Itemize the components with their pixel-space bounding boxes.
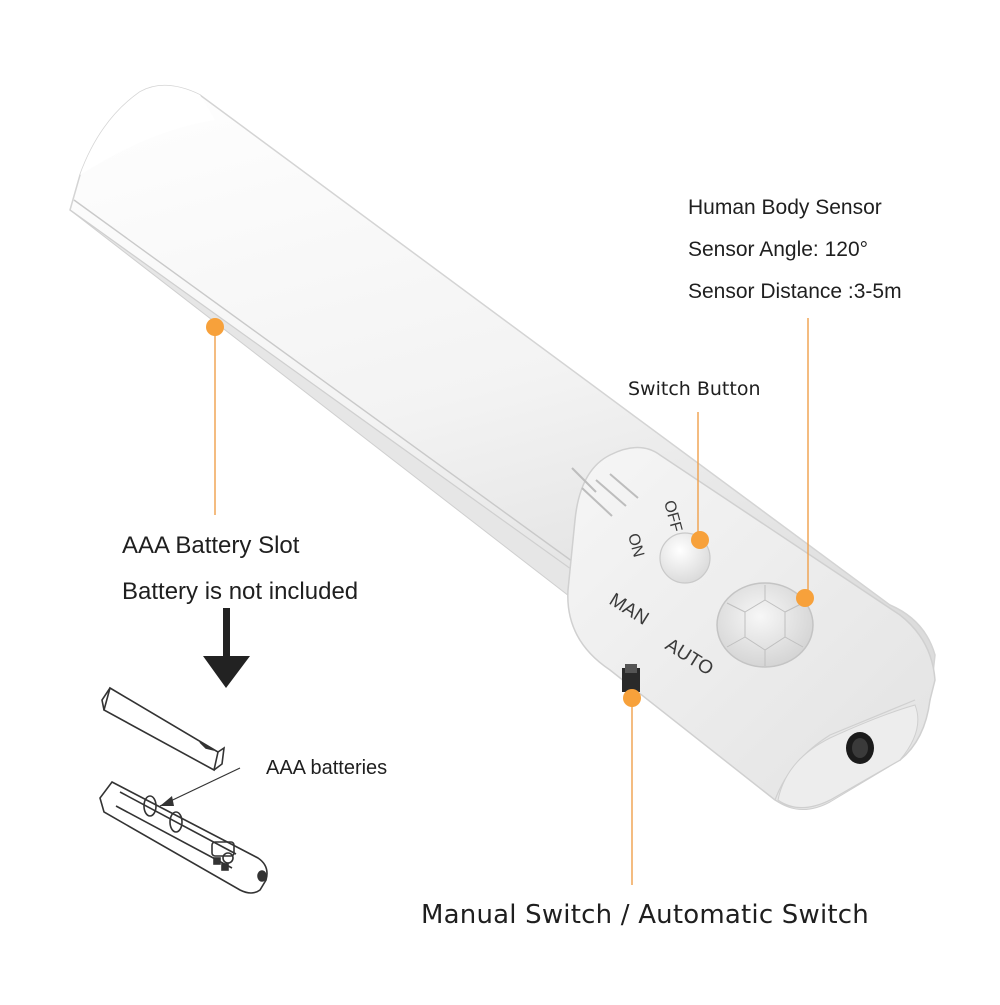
battery-slot-title: AAA Battery Slot xyxy=(122,532,300,559)
callout-lines xyxy=(214,318,809,885)
sensor-title: Human Body Sensor xyxy=(688,196,882,219)
aaa-batteries-label: AAA batteries xyxy=(266,757,388,779)
sensor-distance: Sensor Distance :3-5m xyxy=(688,280,902,303)
battery-slot-note: Battery is not included xyxy=(122,578,359,605)
on-mark: ON xyxy=(624,532,647,560)
down-arrow-icon xyxy=(203,608,250,688)
callout-dots xyxy=(206,318,814,707)
light-bar-body xyxy=(69,84,936,810)
battery-slot-callout-dot xyxy=(206,318,224,336)
battery-diagram xyxy=(99,686,268,894)
mode-switch-label: Manual Switch / Automatic Switch xyxy=(421,900,869,930)
mode-switch-callout-dot xyxy=(623,689,641,707)
switch-button-label: Switch Button xyxy=(628,378,761,400)
sensor-angle: Sensor Angle: 120° xyxy=(688,238,869,261)
switch-button-callout-dot xyxy=(691,531,709,549)
sensor-callout-dot xyxy=(796,589,814,607)
